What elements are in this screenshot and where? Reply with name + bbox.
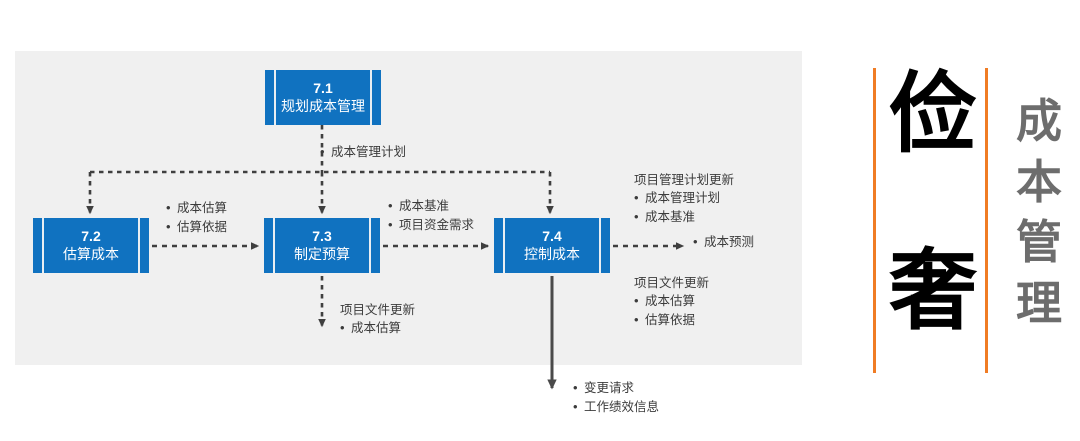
label-basis-of-estimates: 估算依据 xyxy=(166,218,227,237)
process-number: 7.1 xyxy=(313,79,333,96)
label-cost-estimates: 成本估算 xyxy=(166,199,227,218)
label-change-requests: 变更请求 xyxy=(573,379,659,398)
label-project-management-plan-updates: 项目管理计划更新 成本管理计划 成本基准 xyxy=(634,171,734,227)
label-header: 项目文件更新 xyxy=(634,276,710,290)
label-cost-baseline: 成本基准 xyxy=(388,197,474,216)
label-project-document-updates-7-3: 项目文件更新 成本估算 xyxy=(340,301,415,338)
label-cost-estimates: 成本估算 xyxy=(634,292,709,311)
process-name: 规划成本管理 xyxy=(281,98,365,114)
label-cost-forecasts: 成本预测 xyxy=(693,233,754,252)
process-name: 制定预算 xyxy=(294,246,350,262)
process-number: 7.2 xyxy=(81,227,101,244)
big-char-frugal: 俭 xyxy=(888,62,977,165)
process-name: 控制成本 xyxy=(524,246,580,262)
vertical-title: 成 本 管 理 xyxy=(1008,91,1070,334)
process-box-7-4[interactable]: 7.4 控制成本 xyxy=(494,218,610,273)
label-basis-of-estimates: 估算依据 xyxy=(634,311,709,330)
orange-rule-right xyxy=(985,68,988,373)
label-header: 项目管理计划更新 xyxy=(634,173,735,187)
big-char-extravagant: 奢 xyxy=(888,239,977,342)
label-cost-baseline: 成本基准 xyxy=(634,208,734,227)
orange-rule-left xyxy=(873,68,876,373)
label-header: 项目文件更新 xyxy=(340,303,416,317)
process-box-7-1[interactable]: 7.1 规划成本管理 xyxy=(265,70,381,125)
vertical-title-char-2: 本 xyxy=(1016,154,1062,209)
process-box-7-3[interactable]: 7.3 制定预算 xyxy=(264,218,380,273)
label-project-funding-reqs: 项目资金需求 xyxy=(388,216,474,235)
process-name: 估算成本 xyxy=(63,246,119,262)
title-panel: 俭 奢 成 本 管 理 xyxy=(860,45,1080,395)
label-outputs-7-2: 成本估算 估算依据 xyxy=(166,199,227,237)
process-number: 7.4 xyxy=(542,227,562,244)
vertical-title-char-3: 管 xyxy=(1016,215,1062,270)
process-box-7-2[interactable]: 7.2 估算成本 xyxy=(33,218,149,273)
label-outputs-7-3: 成本基准 项目资金需求 xyxy=(388,197,474,235)
label-cost-estimates: 成本估算 xyxy=(340,319,415,338)
label-outputs-7-4-bottom: 变更请求 工作绩效信息 xyxy=(573,379,659,417)
vertical-title-char-4: 理 xyxy=(1016,276,1062,331)
process-number: 7.3 xyxy=(312,227,332,244)
label-work-performance-info: 工作绩效信息 xyxy=(573,398,659,417)
label-cost-management-plan: 成本管理计划 xyxy=(634,189,734,208)
label-cost-management-plan: 成本管理计划 xyxy=(320,143,406,162)
label-project-document-updates-7-4: 项目文件更新 成本估算 估算依据 xyxy=(634,274,709,330)
vertical-title-char-1: 成 xyxy=(1016,94,1062,148)
